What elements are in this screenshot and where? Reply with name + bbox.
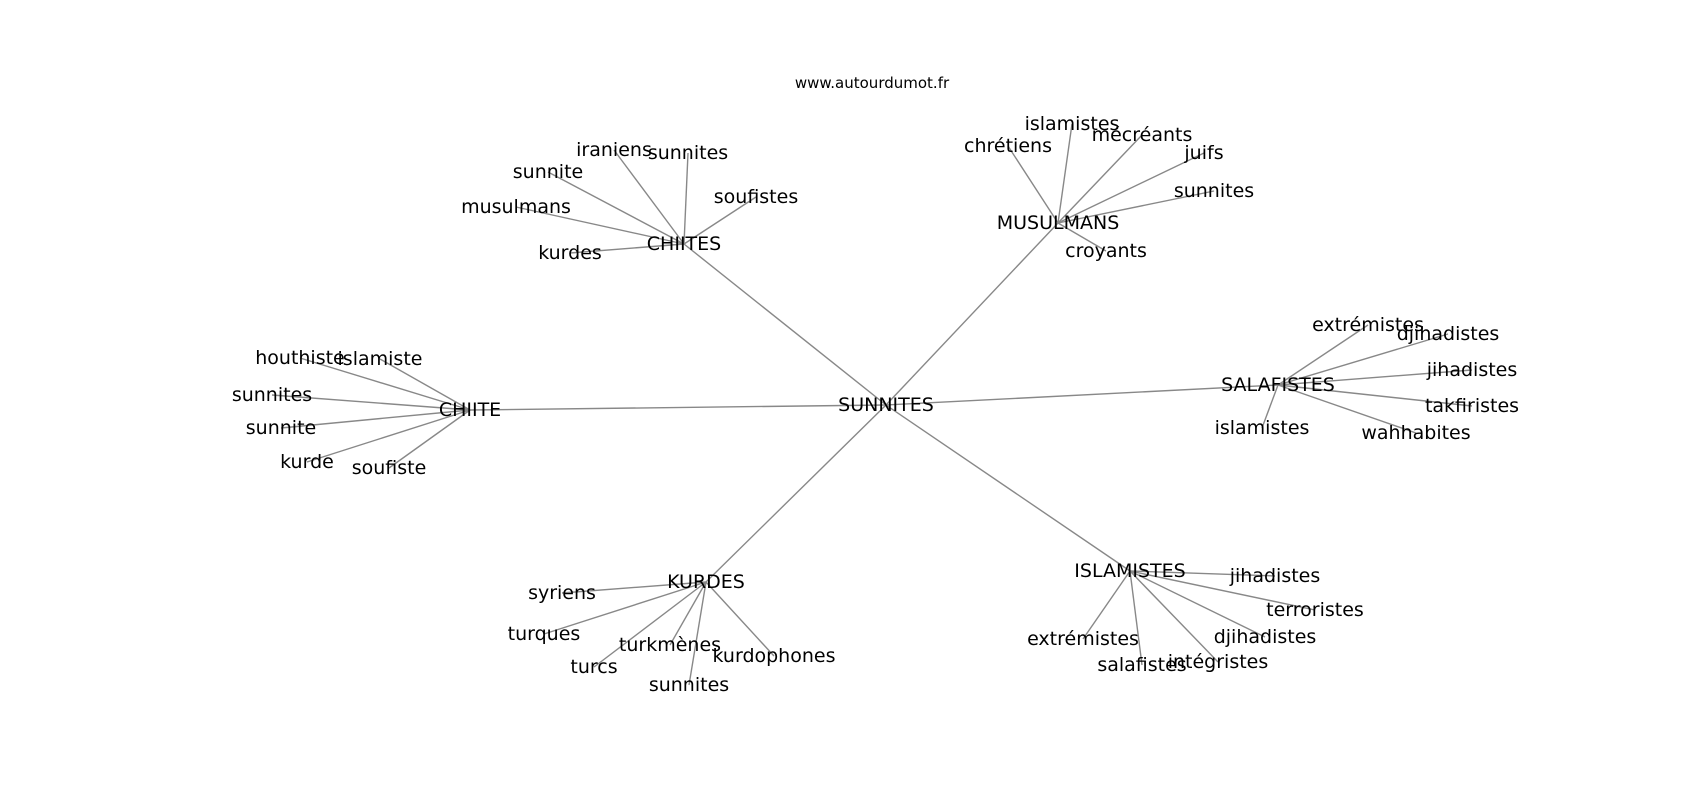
edge-chiites-leaf-5 [569, 243, 685, 254]
node-leaf-salafistes[interactable]: wahhabites [1361, 422, 1470, 444]
node-leaf-kurdes[interactable]: kurdophones [713, 645, 836, 667]
edge-kurdes-leaf-3 [705, 581, 775, 657]
node-leaf-islamistes[interactable]: terroristes [1266, 599, 1364, 621]
edge-musulmans-leaf-5 [1057, 222, 1107, 252]
node-leaf-chiites[interactable]: kurdes [538, 242, 602, 264]
node-leaf-chiites[interactable]: sunnites [648, 142, 728, 164]
node-leaf-chiites[interactable]: musulmans [461, 196, 571, 218]
node-leaf-chiite[interactable]: sunnite [246, 417, 316, 439]
edge-islamistes-leaf-5 [1129, 570, 1143, 666]
edge-center-salafistes [885, 384, 1279, 406]
node-leaf-chiite[interactable]: sunnites [232, 384, 312, 406]
edge-chiites-leaf-0 [613, 149, 685, 245]
node-leaf-musulmans[interactable]: islamistes [1025, 113, 1120, 135]
edge-musulmans-leaf-1 [1007, 145, 1059, 224]
node-leaf-kurdes[interactable]: turques [508, 623, 581, 645]
node-leaf-chiite[interactable]: houthiste [255, 347, 345, 369]
node-leaf-islamistes[interactable]: intégristes [1168, 651, 1269, 673]
edge-chiites-leaf-1 [683, 152, 689, 245]
node-leaf-salafistes[interactable]: islamistes [1215, 417, 1310, 439]
edge-chiite-leaf-1 [379, 358, 471, 411]
graph-edges [271, 123, 1473, 686]
node-leaf-musulmans[interactable]: chrétiens [964, 135, 1052, 157]
edge-center-islamistes [885, 404, 1131, 572]
node-leaf-chiites[interactable]: iraniens [576, 139, 652, 161]
node-leaf-kurdes[interactable]: turkmènes [619, 634, 721, 656]
edge-center-musulmans [885, 222, 1059, 406]
edge-chiite-leaf-2 [271, 394, 471, 411]
node-hub-kurdes[interactable]: KURDES [667, 571, 745, 593]
edge-kurdes-leaf-2 [669, 581, 707, 646]
edge-chiite-leaf-4 [306, 409, 471, 463]
edge-chiite-leaf-3 [280, 409, 471, 429]
node-leaf-musulmans[interactable]: mécréants [1092, 124, 1193, 146]
edge-musulmans-leaf-2 [1057, 134, 1143, 224]
edge-kurdes-leaf-0 [561, 581, 707, 594]
edge-islamistes-leaf-4 [1129, 570, 1219, 663]
edge-kurdes-leaf-1 [543, 581, 707, 635]
node-leaf-musulmans[interactable]: juifs [1183, 142, 1223, 164]
node-hub-chiites[interactable]: CHIITES [647, 233, 721, 255]
edge-chiite-leaf-0 [299, 357, 471, 411]
node-leaf-kurdes[interactable]: syriens [528, 582, 596, 604]
edge-kurdes-leaf-4 [593, 581, 707, 668]
node-leaf-chiite[interactable]: soufiste [352, 457, 427, 479]
edge-center-chiite [469, 404, 887, 411]
node-center[interactable]: SUNNITES [838, 394, 934, 416]
edge-islamistes-leaf-1 [1129, 570, 1316, 611]
edge-musulmans-leaf-4 [1057, 190, 1215, 224]
edge-islamistes-leaf-2 [1129, 570, 1266, 638]
node-leaf-musulmans[interactable]: sunnites [1174, 180, 1254, 202]
node-hub-chiite[interactable]: CHIITE [439, 399, 501, 421]
edge-musulmans-leaf-0 [1057, 123, 1073, 224]
node-leaf-islamistes[interactable]: djihadistes [1214, 626, 1317, 648]
edge-salafistes-leaf-4 [1261, 384, 1279, 429]
node-leaf-chiites[interactable]: sunnite [513, 161, 583, 183]
node-leaf-salafistes[interactable]: extrémistes [1312, 314, 1424, 336]
edge-chiites-leaf-2 [547, 171, 685, 245]
edge-center-chiites [683, 243, 887, 406]
node-leaf-chiites[interactable]: soufistes [714, 186, 798, 208]
edge-musulmans-leaf-3 [1057, 152, 1205, 224]
source-label[interactable]: www.autourdumot.fr [795, 74, 950, 92]
node-leaf-musulmans[interactable]: croyants [1065, 240, 1147, 262]
node-leaf-chiite[interactable]: islamiste [338, 348, 423, 370]
edge-chiites-leaf-4 [515, 206, 685, 245]
edge-kurdes-leaf-5 [688, 581, 707, 686]
node-leaf-salafistes[interactable]: djihadistes [1397, 323, 1500, 345]
edge-salafistes-leaf-5 [1277, 384, 1417, 434]
edge-salafistes-leaf-2 [1277, 369, 1473, 386]
node-leaf-salafistes[interactable]: jihadistes [1426, 359, 1518, 381]
node-leaf-islamistes[interactable]: salafistes [1097, 654, 1186, 676]
node-leaf-kurdes[interactable]: turcs [570, 656, 617, 678]
edge-chiite-leaf-5 [388, 409, 471, 469]
node-leaf-chiite[interactable]: kurde [280, 451, 334, 473]
edge-salafistes-leaf-1 [1277, 333, 1449, 386]
edge-salafistes-leaf-3 [1277, 384, 1473, 407]
edge-center-kurdes [705, 404, 887, 583]
edge-chiites-leaf-3 [683, 196, 757, 245]
edge-salafistes-leaf-0 [1277, 324, 1369, 386]
node-hub-musulmans[interactable]: MUSULMANS [997, 212, 1120, 234]
graph-labels: SUNNITESCHIITESiranienssunnitessunniteso… [232, 113, 1519, 696]
node-leaf-islamistes[interactable]: jihadistes [1229, 565, 1321, 587]
edge-islamistes-leaf-0 [1129, 570, 1276, 577]
node-leaf-islamistes[interactable]: extrémistes [1027, 628, 1139, 650]
node-leaf-salafistes[interactable]: takfiristes [1425, 395, 1519, 417]
node-hub-islamistes[interactable]: ISLAMISTES [1074, 560, 1185, 582]
node-leaf-kurdes[interactable]: sunnites [649, 674, 729, 696]
node-hub-salafistes[interactable]: SALAFISTES [1221, 374, 1335, 396]
edge-islamistes-leaf-3 [1082, 570, 1131, 640]
